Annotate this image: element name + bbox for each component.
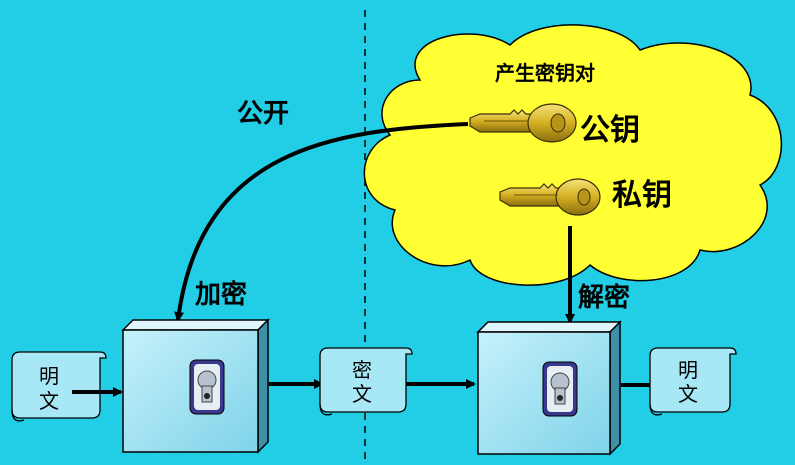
key-icon (469, 103, 577, 143)
private-key-label: 私钥 (612, 178, 672, 213)
decrypt-box (476, 320, 622, 456)
plaintext-out-char2: 文 (678, 382, 698, 406)
encrypt-label: 加密 (195, 279, 247, 310)
public-key-label: 公钥 (580, 113, 640, 148)
publish-arrow (174, 122, 469, 322)
cloud-icon (363, 24, 782, 286)
keyhole-icon (189, 359, 225, 415)
publish-label: 公开 (237, 99, 289, 129)
plaintext-in-char1: 明 (39, 364, 59, 388)
scroll-icon: 密 文 (319, 347, 413, 416)
ciphertext-char1: 密 (352, 358, 372, 382)
encrypt-box (121, 318, 270, 454)
decrypt-label: 解密 (578, 282, 630, 313)
key-icon (499, 178, 601, 216)
ciphertext-char2: 文 (352, 382, 372, 406)
cloud-title: 产生密钥对 (495, 61, 595, 85)
scroll-icon: 明 文 (11, 351, 107, 422)
keyhole-icon (542, 361, 578, 417)
scroll-icon: 明 文 (649, 347, 737, 416)
plaintext-out-char1: 明 (678, 358, 698, 382)
plaintext-in-char2: 文 (39, 389, 59, 413)
